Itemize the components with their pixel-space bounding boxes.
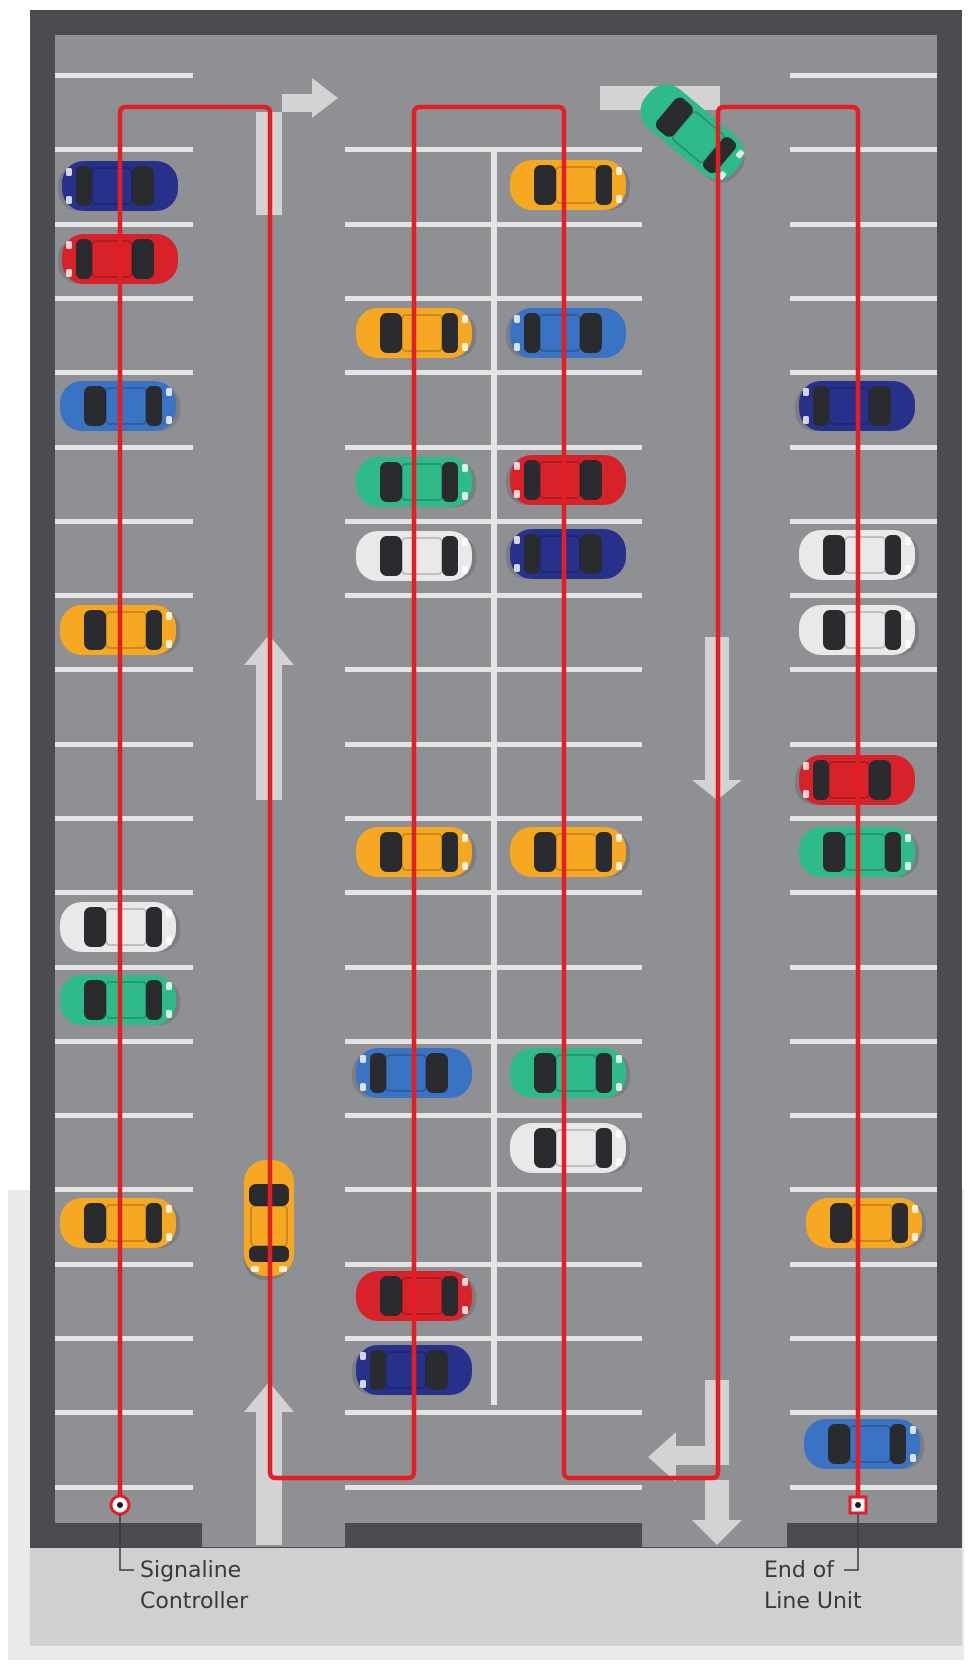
controller-label: Signaline Controller bbox=[140, 1555, 248, 1617]
bay-line-left bbox=[55, 73, 193, 78]
bay-line-left bbox=[55, 742, 193, 747]
bay-line-left bbox=[55, 519, 193, 524]
bay-line-right bbox=[790, 1187, 937, 1192]
bay-line-left bbox=[55, 445, 193, 450]
bay-line-left bbox=[55, 222, 193, 227]
bay-line-right bbox=[790, 519, 937, 524]
bay-line-right bbox=[790, 445, 937, 450]
bay-line-right bbox=[790, 222, 937, 227]
bay-line-left bbox=[55, 1485, 193, 1490]
end-unit-label: End of Line Unit bbox=[764, 1555, 862, 1617]
bay-line-right bbox=[790, 370, 937, 375]
car-navy bbox=[795, 381, 915, 431]
bay-line-left bbox=[55, 1410, 193, 1415]
bay-line-right bbox=[790, 1336, 937, 1341]
bay-line-right bbox=[790, 73, 937, 78]
bay-line-right bbox=[790, 1410, 937, 1415]
end-unit-node-dot bbox=[855, 1502, 861, 1508]
car-blue bbox=[804, 1419, 924, 1469]
bay-line-left bbox=[55, 1262, 193, 1267]
bay-line-right bbox=[790, 1485, 937, 1490]
wall-bottom-middle bbox=[345, 1523, 642, 1548]
bay-line-right bbox=[790, 816, 937, 821]
bay-line-left bbox=[55, 147, 193, 152]
controller-node-dot bbox=[117, 1502, 123, 1508]
bay-line-left bbox=[55, 890, 193, 895]
bay-line-left bbox=[55, 816, 193, 821]
car-orange bbox=[806, 1198, 926, 1248]
bay-line-right bbox=[790, 1113, 937, 1118]
wall-bottom-right bbox=[787, 1523, 962, 1548]
car-orange bbox=[510, 827, 630, 877]
bay-line-right bbox=[790, 965, 937, 970]
car-green bbox=[510, 1048, 630, 1098]
bay-line-left bbox=[55, 1336, 193, 1341]
wall-bottom-left bbox=[30, 1523, 202, 1548]
bay-line-right bbox=[790, 890, 937, 895]
center-divider bbox=[491, 150, 497, 1405]
bay-line-right bbox=[790, 1039, 937, 1044]
bay-line-center bbox=[345, 1410, 642, 1415]
car-red bbox=[795, 755, 915, 805]
bay-line-left bbox=[55, 1187, 193, 1192]
bay-line-left bbox=[55, 667, 193, 672]
bay-line-right bbox=[790, 147, 937, 152]
bay-line-right bbox=[790, 667, 937, 672]
bay-line-right bbox=[790, 296, 937, 301]
bay-line-left bbox=[55, 296, 193, 301]
bay-line-left bbox=[55, 1039, 193, 1044]
bay-line-right bbox=[790, 742, 937, 747]
car-orange bbox=[510, 160, 630, 210]
bay-line-right bbox=[790, 1262, 937, 1267]
bay-line-right bbox=[790, 593, 937, 598]
bay-line-left bbox=[55, 965, 193, 970]
car-white bbox=[510, 1123, 630, 1173]
bay-line-left bbox=[55, 370, 193, 375]
bay-line-left bbox=[55, 593, 193, 598]
bay-line-center bbox=[345, 1485, 642, 1490]
bay-line-left bbox=[55, 1113, 193, 1118]
